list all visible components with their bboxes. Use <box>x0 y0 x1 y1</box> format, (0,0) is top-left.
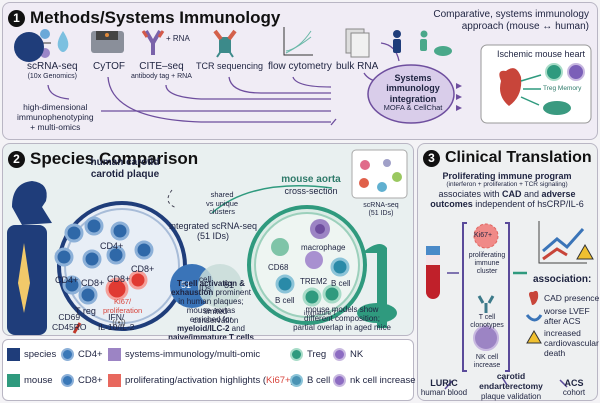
cluster-bracket <box>462 222 510 372</box>
blood-tube-icon <box>426 246 440 299</box>
legend-item: systems-immunology/multi-omic <box>108 348 260 361</box>
flow-plot-icon <box>283 27 313 56</box>
tcell-clonotypes-icon <box>477 295 495 313</box>
legend-item: Treg <box>290 348 326 361</box>
heart-icon <box>529 290 539 305</box>
legend-item: species <box>7 348 56 361</box>
umap-clusters <box>359 159 402 192</box>
venn-diagram <box>170 264 242 308</box>
human-silhouette-icon <box>14 32 44 62</box>
cytof-machine-icon <box>91 31 124 53</box>
arrow <box>501 376 508 386</box>
trend-chart-icon <box>538 221 594 264</box>
species-finding: T-cell activation & exhaustion prominent… <box>168 279 254 342</box>
legend: species mouse CD4+ CD8+ systems-immunolo… <box>2 339 415 401</box>
memory-cell <box>567 63 585 81</box>
panel-number: 1 <box>8 9 25 27</box>
human-figures-icon <box>393 30 452 56</box>
mouse-icon <box>543 101 571 115</box>
ki67-cluster-icon <box>473 223 499 249</box>
up-arrow-icon <box>72 322 82 334</box>
legend-item: NK <box>333 348 363 361</box>
arrow <box>444 380 453 390</box>
heart-icon <box>499 68 522 106</box>
cytokine-labels: IFN/IL-10/IL-2 <box>98 312 135 332</box>
warning-icon <box>526 330 542 344</box>
human-cells <box>54 216 154 305</box>
lvef-icon <box>525 314 543 322</box>
human-silhouette-icon <box>7 181 52 335</box>
clinical-headline: Proliferating immune program (interferon… <box>430 171 584 210</box>
mouse-icon <box>357 303 397 323</box>
nk-cell-icon <box>473 325 499 351</box>
signal-icon: ((•)) <box>112 318 126 327</box>
documents-icon <box>345 28 370 58</box>
legend-item: mouse <box>7 374 53 387</box>
integration-node <box>367 64 455 124</box>
tcr-receptor-icon <box>213 29 237 58</box>
legend-item: CD8+ <box>61 374 103 387</box>
ki67-cell <box>105 277 129 301</box>
antibody-icon <box>141 29 165 55</box>
legend-item: B cell <box>290 374 330 387</box>
treg-cell <box>545 63 563 81</box>
ki67-label: Ki67/proliferation <box>103 297 143 315</box>
ki67-cell <box>128 270 148 290</box>
shared-arrow <box>211 185 333 214</box>
legend-item: proliferating/activation highlights (Ki6… <box>108 374 294 387</box>
mouse-cells <box>271 219 350 307</box>
legend-item: nk cell increase <box>333 374 415 387</box>
cluster-curve <box>167 189 178 209</box>
arrow <box>559 379 568 388</box>
species-diagram <box>14 32 44 62</box>
legend-item: CD4+ <box>61 348 103 361</box>
